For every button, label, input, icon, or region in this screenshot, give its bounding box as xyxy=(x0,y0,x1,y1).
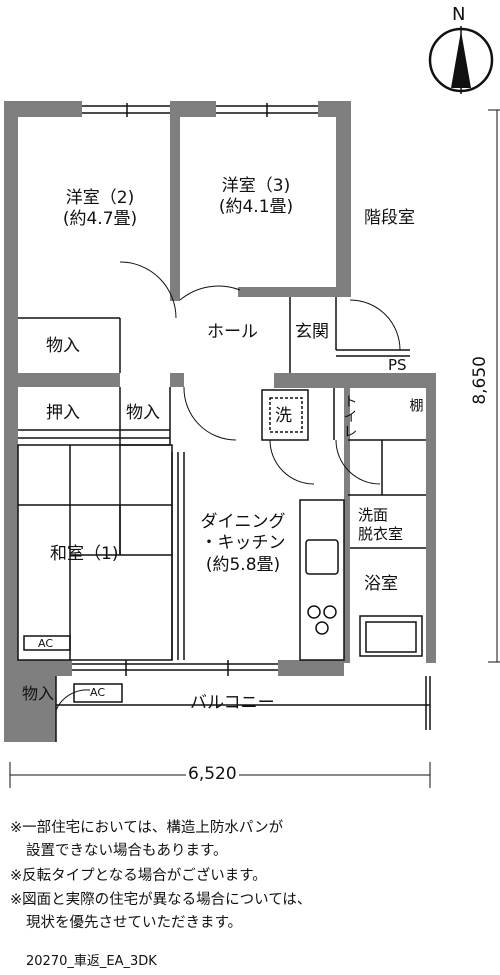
room-western-2-area: (約4.7畳) xyxy=(62,209,138,230)
dining-kitchen-area: (約5.8畳) xyxy=(205,554,281,575)
interior-partitions xyxy=(17,103,431,742)
room-western-2: 洋室（2) (約4.7畳) xyxy=(40,188,160,231)
room-western-3-area: (約4.1畳) xyxy=(218,197,294,218)
depth-dimension-label: 8,650 xyxy=(470,356,492,405)
note-line-5: 現状を優先させていただきます。 xyxy=(26,915,243,931)
ac-outdoor-label: AC xyxy=(90,686,106,699)
washroom-line1: 洗面 xyxy=(358,506,389,524)
compass-north-label: N xyxy=(452,4,466,25)
room-western-3-name: 洋室（3) xyxy=(221,176,291,196)
note-line-4: ※図面と実際の住宅が異なる場合については、 xyxy=(10,892,312,908)
stairwell-label: 階段室 xyxy=(364,208,415,228)
dining-kitchen-line2: ・キッチン xyxy=(200,533,286,554)
bathroom-label: 浴室 xyxy=(364,574,398,594)
door-swings xyxy=(55,261,401,711)
room-western-2-name: 洋室（2) xyxy=(65,188,135,208)
room-western-3: 洋室（3) (約4.1畳) xyxy=(196,176,316,219)
note-line-1: ※一部住宅においては、構造上防水パンが xyxy=(10,820,284,836)
shelf-label: 棚 xyxy=(407,398,424,413)
balcony-label: バルコニー xyxy=(190,693,275,713)
laundry-label: 洗 xyxy=(275,406,292,426)
note-line-3: ※反転タイプとなる場合がございます。 xyxy=(10,868,267,884)
depth-dimension-line xyxy=(488,109,500,663)
washroom-line2: 脱衣室 xyxy=(358,524,404,543)
storage-balcony-label: 物入 xyxy=(22,684,55,703)
japanese-room-label: 和室（1) xyxy=(50,544,119,564)
dining-kitchen-line1: ダイニング xyxy=(200,512,286,532)
washroom: 洗面 脱衣室 xyxy=(358,506,403,544)
ps-label: PS xyxy=(388,356,407,374)
storage-left-label: 物入 xyxy=(46,336,80,356)
dining-kitchen: ダイニング ・キッチン (約5.8畳) xyxy=(186,512,300,576)
storage-mid-label: 物入 xyxy=(126,403,160,423)
note-line-2: 設置できない場合もあります。 xyxy=(26,843,228,859)
toilet-label: トイレ xyxy=(341,394,358,439)
plan-code: 20270_車返_EA_3DK xyxy=(26,954,157,969)
width-dimension-label: 6,520 xyxy=(186,764,239,786)
hall-label: ホール xyxy=(207,322,258,342)
exterior-walls xyxy=(4,101,436,742)
compass-icon xyxy=(428,26,494,94)
ac-indoor-label: AC xyxy=(38,637,54,650)
oshiire-label: 押入 xyxy=(46,403,80,423)
entrance-label: 玄関 xyxy=(295,322,329,342)
